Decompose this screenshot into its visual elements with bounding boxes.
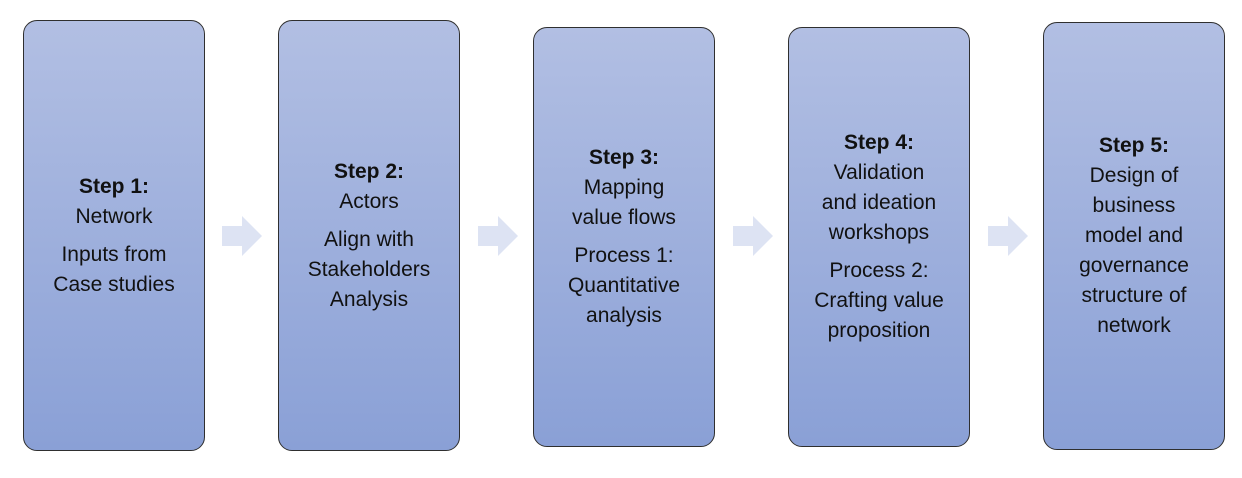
right-arrow-icon bbox=[478, 216, 518, 256]
step-2-group-1: Actors bbox=[339, 187, 399, 217]
step-2-text-line: Analysis bbox=[329, 287, 409, 311]
step-3-box: Step 3: Mapping value flows Process 1: Q… bbox=[533, 27, 715, 447]
step-2-box: Step 2: Actors Align with Stakeholders A… bbox=[278, 20, 460, 451]
step-3-text-line: value flows bbox=[572, 206, 676, 229]
step-3-text-line: analysis bbox=[586, 304, 662, 327]
step-3-group-2: Process 1: Quantitative analysis bbox=[568, 241, 680, 331]
step-4-text-line: workshops bbox=[828, 221, 930, 244]
step-3-text-line: Quantitative bbox=[567, 274, 681, 297]
step-2-title: Step 2: bbox=[333, 159, 404, 183]
step-5-title: Step 5: bbox=[1098, 134, 1169, 157]
step-3-group-1: Mapping value flows bbox=[572, 173, 676, 233]
step-5-box: Step 5: Design of business model and gov… bbox=[1043, 22, 1225, 450]
right-arrow-icon bbox=[222, 216, 262, 256]
step-5-group-1: Design of business model and governance … bbox=[1079, 161, 1189, 341]
step-4-group-1: Validation and ideation workshops bbox=[822, 158, 936, 248]
step-3-title: Step 3: bbox=[588, 146, 659, 169]
right-arrow-icon bbox=[733, 216, 773, 256]
step-5-text-line: Design of bbox=[1089, 164, 1179, 187]
step-4-group-2: Process 2: Crafting value proposition bbox=[814, 256, 944, 346]
right-arrow-icon bbox=[988, 216, 1028, 256]
step-4-box: Step 4: Validation and ideation workshop… bbox=[788, 27, 970, 447]
step-3-text-line: Mapping bbox=[583, 176, 665, 199]
step-5-text-line: model and bbox=[1084, 224, 1184, 247]
step-1-title: Step 1: bbox=[78, 174, 149, 198]
step-5-text-line: network bbox=[1097, 314, 1171, 337]
step-1-text-line: Inputs from bbox=[61, 242, 167, 266]
step-4-text-line: Crafting value bbox=[814, 289, 944, 312]
step-4-text-line: and ideation bbox=[821, 191, 937, 214]
step-3-text-line: Process 1: bbox=[574, 244, 674, 267]
step-2-text-line: Align with bbox=[324, 227, 414, 251]
step-4-text-line: proposition bbox=[827, 319, 931, 342]
step-1-text-line: Case studies bbox=[53, 272, 175, 296]
step-2-text-line: Actors bbox=[339, 189, 399, 213]
step-1-group-1: Network bbox=[75, 202, 152, 232]
step-4-title: Step 4: bbox=[843, 131, 914, 154]
step-5-text-line: business bbox=[1092, 194, 1176, 217]
step-4-text-line: Process 2: bbox=[829, 259, 929, 282]
step-1-box: Step 1: Network Inputs from Case studies bbox=[23, 20, 205, 451]
step-1-text-line: Network bbox=[75, 204, 153, 228]
step-5-text-line: governance bbox=[1079, 254, 1189, 277]
step-2-group-2: Align with Stakeholders Analysis bbox=[308, 225, 431, 315]
step-2-text-line: Stakeholders bbox=[307, 257, 431, 281]
step-4-text-line: Validation bbox=[833, 161, 925, 184]
step-1-group-2: Inputs from Case studies bbox=[53, 240, 174, 300]
step-5-text-line: structure of bbox=[1081, 284, 1187, 307]
